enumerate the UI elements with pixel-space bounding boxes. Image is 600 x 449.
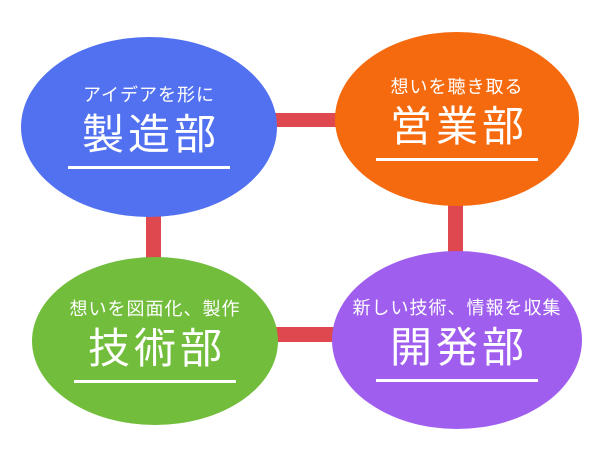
- node-engineering-dept: 想いを図面化、製作 技術部: [32, 257, 278, 425]
- node-subtitle: アイデアを形に: [82, 85, 216, 107]
- node-development-dept: 新しい技術、情報を収集 開発部: [332, 251, 582, 429]
- node-subtitle: 想いを図面化、製作: [69, 299, 241, 321]
- node-sales-dept: 想いを聴き取る 営業部: [335, 32, 579, 206]
- node-subtitle: 新しい技術、情報を収集: [352, 298, 562, 320]
- node-subtitle: 想いを聴き取る: [390, 77, 524, 99]
- node-title: 技術部: [73, 324, 236, 383]
- node-title: 製造部: [67, 110, 230, 169]
- node-title: 開発部: [375, 323, 538, 382]
- node-manufacturing-dept: アイデアを形に 製造部: [21, 37, 277, 217]
- node-title: 営業部: [375, 102, 538, 161]
